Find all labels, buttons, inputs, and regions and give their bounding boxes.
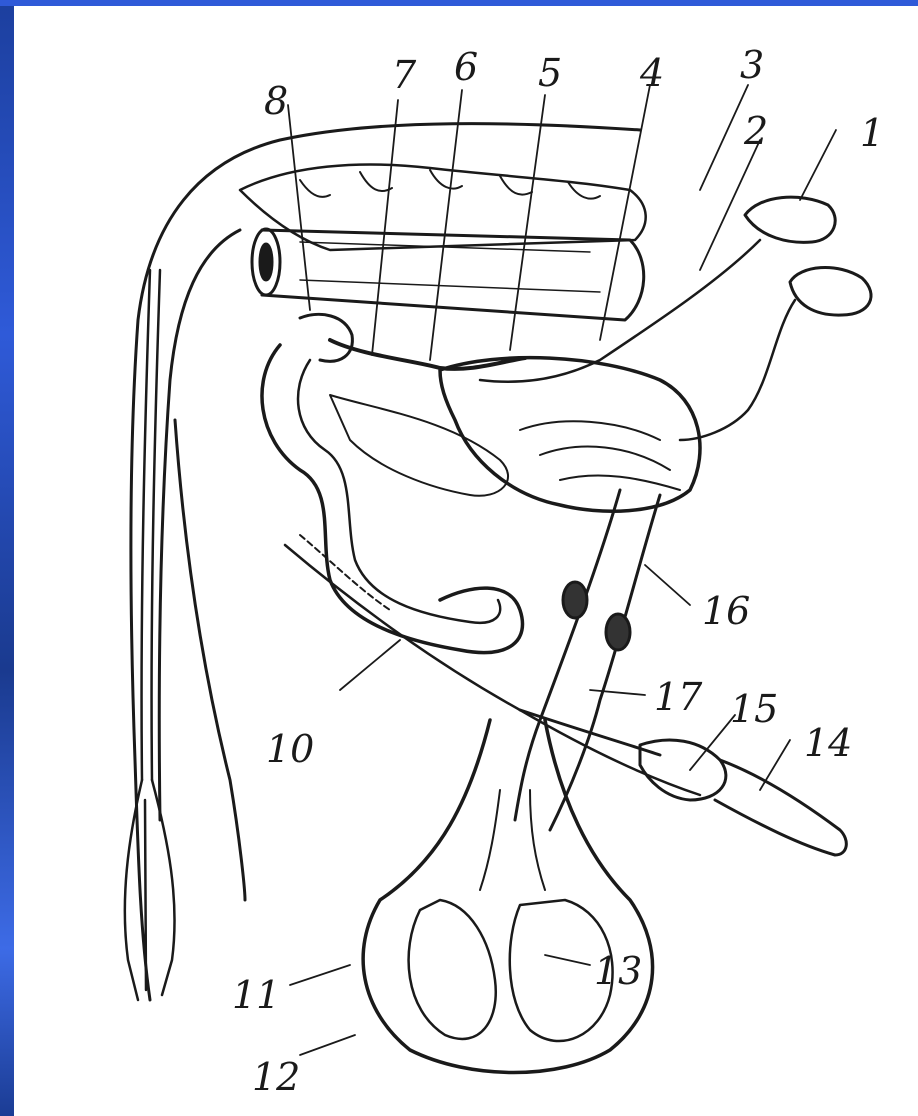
callout-17: 17 <box>654 678 702 716</box>
prepuce <box>640 740 726 800</box>
callout-16: 16 <box>702 592 750 630</box>
callout-2: 2 <box>744 112 768 150</box>
callout-7: 7 <box>392 56 416 94</box>
callout-13: 13 <box>594 952 642 990</box>
callout-14: 14 <box>804 724 852 762</box>
penis-sigmoid-inner <box>298 360 500 623</box>
callout-6: 6 <box>454 48 478 86</box>
anatomy-illustration <box>14 6 918 1116</box>
testis-left <box>409 900 496 1039</box>
kidney-lower <box>790 267 871 315</box>
callout-1: 1 <box>860 114 884 152</box>
accessory-glands <box>330 340 525 369</box>
retractor-muscle <box>285 545 700 795</box>
callout-3: 3 <box>740 46 764 84</box>
callout-5: 5 <box>538 54 562 92</box>
callout-4: 4 <box>640 54 664 92</box>
body-outline <box>131 124 640 1000</box>
penis-sigmoid-outer <box>262 345 523 653</box>
hind-leg-line <box>175 420 245 900</box>
callout-11: 11 <box>232 976 280 1014</box>
left-border-strip <box>0 0 14 1116</box>
kidney-upper <box>745 197 835 242</box>
tail-inner-line <box>159 230 240 820</box>
callout-10: 10 <box>266 730 314 768</box>
callout-12: 12 <box>252 1058 300 1096</box>
scrotum <box>363 720 652 1073</box>
callout-8: 8 <box>264 82 288 120</box>
anatomical-diagram: 1 2 3 4 5 6 7 8 10 11 12 13 14 15 16 17 <box>14 6 918 1116</box>
callout-15: 15 <box>730 690 778 728</box>
ureter-2 <box>680 300 795 440</box>
glans <box>715 760 846 855</box>
spinal-mass <box>240 164 646 250</box>
spermatic-cord-2 <box>550 495 660 830</box>
leader-lines <box>288 85 836 1055</box>
spermatic-cord-1 <box>515 490 620 820</box>
